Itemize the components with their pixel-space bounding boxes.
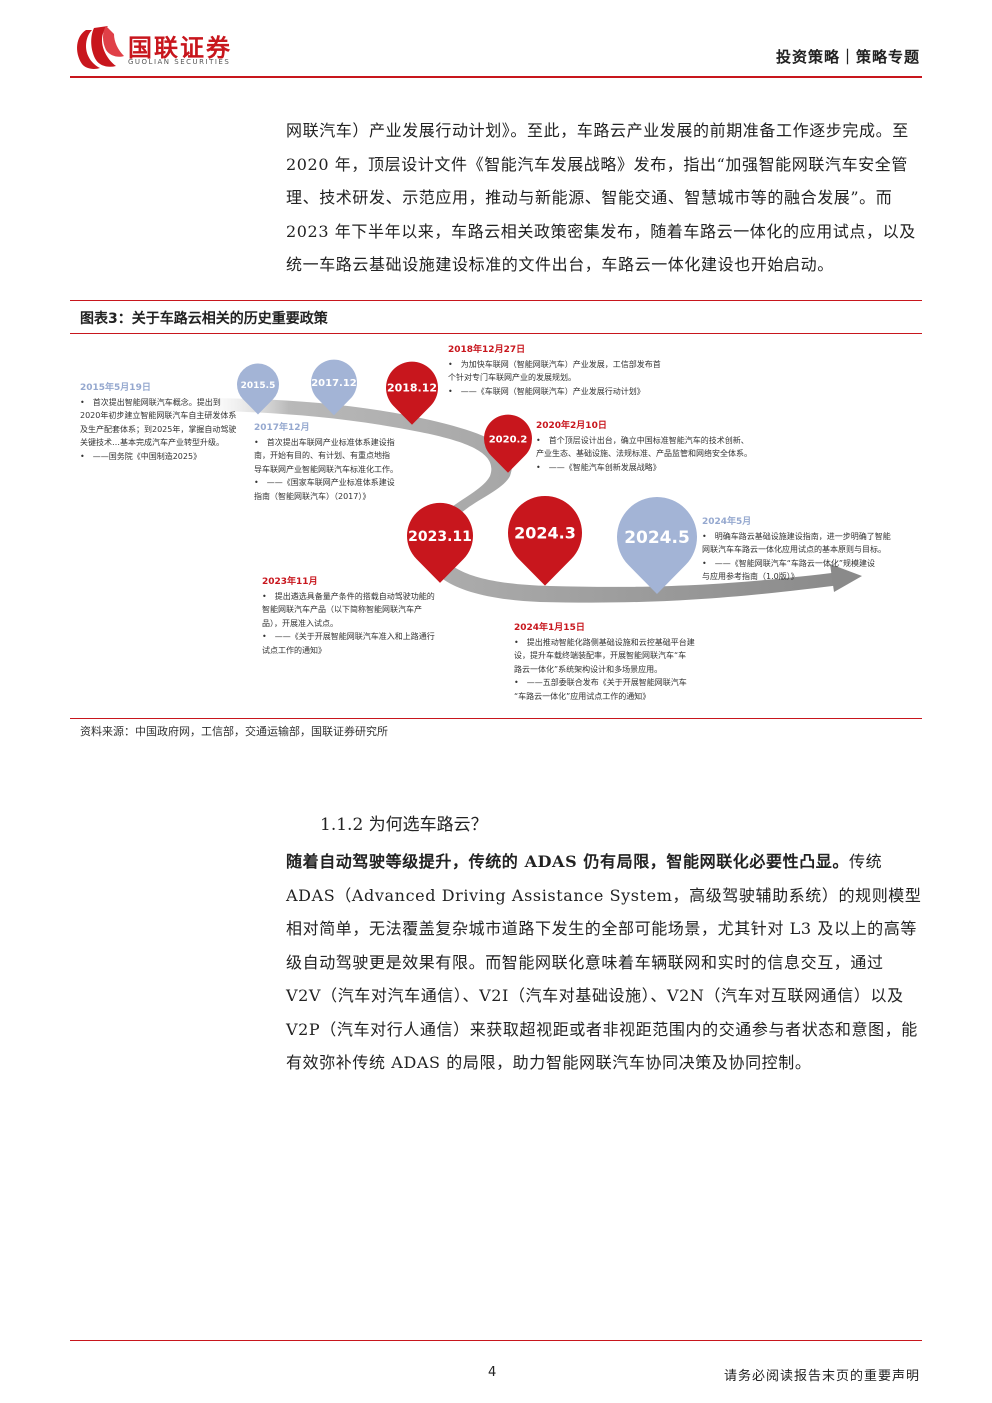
intro-paragraph: 网联汽车）产业发展行动计划》。至此，车路云产业发展的前期准备工作逐步完成。至 2… <box>286 121 916 274</box>
event-date: 2024年5月 <box>702 517 752 527</box>
event-line: • ——《国家车联网产业标准体系建设 <box>254 478 395 487</box>
event-date: 2024年1月15日 <box>514 623 585 633</box>
marker-label: 2023.11 <box>408 529 472 545</box>
event-2015-05: 2015年5月19日 • 首次提出智能网联汽车概念。提出到 2020年初步建立智… <box>80 382 250 463</box>
marker-label: 2024.5 <box>624 528 690 548</box>
event-line: 试点工作的通知》 <box>262 645 326 655</box>
event-2023-11: 2023年11月 • 提出遴选具备量产条件的搭载自动驾驶功能的 智能网联汽车产品… <box>262 576 472 657</box>
logo-text: 国联证券 <box>128 34 232 62</box>
event-date: 2017年12月 <box>254 423 310 433</box>
event-line: • ——《智能网联汽车“车路云一体化”规模建设 <box>702 558 876 568</box>
marker-label: 2017.12 <box>311 378 357 389</box>
section-lead: 随着自动驾驶等级提升，传统的 ADAS 仍有局限，智能网联化必要性凸显。 <box>286 852 849 871</box>
footer-disclaimer: 请务必阅读报告末页的重要声明 <box>723 1369 920 1384</box>
page-header: 国联证券 GUOLIAN SECURITIES 投资策略｜策略专题 <box>0 0 992 80</box>
event-date: 2020年2月10日 <box>536 421 607 431</box>
event-line: • ——《车联网（智能网联汽车）产业发展行动计划》 <box>448 386 645 396</box>
event-2020-02: 2020年2月10日 • 首个顶层设计出台，确立中国标准智能汽车的技术创新、 产… <box>536 420 796 474</box>
event-line: 网联汽车车路云一体化应用试点的基本原则与目标。 <box>702 545 886 554</box>
logo-subtitle: GUOLIAN SECURITIES <box>128 58 231 66</box>
event-line: 关键技术…基本完成汽车产业转型升级。 <box>80 438 224 447</box>
event-line: • 提出遴选具备量产条件的搭载自动驾驶功能的 <box>262 591 435 601</box>
event-date: 2023年11月 <box>262 577 318 587</box>
event-line: • 为加快车联网（智能网联汽车）产业发展，工信部发布首 <box>448 359 661 369</box>
guolian-logo-icon <box>77 26 124 69</box>
event-2024-01: 2024年1月15日 • 提出推动智能化路侧基础设施和云控基础平台建 设，提升车… <box>514 622 744 703</box>
event-line: 路云一体化”系统架构设计和多场景应用。 <box>514 664 663 674</box>
section-title: 1.1.2 为何选车路云？ <box>320 815 488 835</box>
event-date: 2018年12月27日 <box>448 345 526 355</box>
event-line: 产业生态、基础设施、法规标准、产品监管和网络安全体系。 <box>536 449 752 458</box>
event-line: 及生产配套体系；到2025年，掌握自动驾驶 <box>80 424 237 434</box>
marker-pin <box>311 359 357 416</box>
marker-label: 2024.3 <box>514 524 576 543</box>
figure-bottom-rule <box>70 718 922 719</box>
timeline-marker-2017.12: 2017.12 <box>311 359 357 416</box>
timeline-graphic: 2015.5 2017.12 2018.12 2020.2 2023.11 2024.3 2… <box>190 359 862 603</box>
event-line: • ——国务院《中国制造2025》 <box>80 451 202 461</box>
timeline-marker-2024.5: 2024.5 <box>617 497 697 594</box>
event-line: 导车联网产业智能网联汽车标准化工作。 <box>254 464 398 474</box>
timeline-road <box>190 398 848 603</box>
report-category: 投资策略｜策略专题 <box>775 48 920 66</box>
figure-title-rule <box>70 333 922 334</box>
timeline-marker-2015.5: 2015.5 <box>237 363 279 415</box>
timeline-marker-2023.11: 2023.11 <box>407 502 473 583</box>
figure-top-rule <box>70 300 922 301</box>
section-paragraph: 随着自动驾驶等级提升，传统的 ADAS 仍有局限，智能网联化必要性凸显。传统 A… <box>286 845 922 1080</box>
timeline-marker-2018.12: 2018.12 <box>386 361 438 425</box>
marker-pin <box>407 502 473 583</box>
figure-source: 资料来源：中国政府网，工信部，交通运输部，国联证券研究所 <box>80 725 388 738</box>
page-number: 4 <box>488 1365 497 1380</box>
marker-label: 2015.5 <box>241 381 276 391</box>
event-line: • ——五部委联合发布《关于开展智能网联汽车 <box>514 678 687 687</box>
event-2017-12: 2017年12月 • 首次提出车联网产业标准体系建设指 南，开始有目的、有计划、… <box>254 422 429 503</box>
marker-pin <box>386 361 438 425</box>
header-divider <box>70 76 922 78</box>
event-line: 品），开展准入试点。 <box>262 618 338 628</box>
marker-label: 2018.12 <box>387 382 437 395</box>
event-line: • 首个顶层设计出台，确立中国标准智能汽车的技术创新、 <box>536 435 749 445</box>
event-line: • 首次提出车联网产业标准体系建设指 <box>254 437 395 447</box>
marker-pin <box>507 495 582 586</box>
event-line: 个针对专门车联网产业的发展规划。 <box>448 373 576 382</box>
event-line: • 明确车路云基础设施建设指南，进一步明确了智能 <box>702 531 891 541</box>
event-line: 2020年初步建立智能网联汽车自主研发体系 <box>80 411 237 420</box>
timeline-marker-2020.2: 2020.2 <box>483 414 532 473</box>
timeline-marker-2024.3: 2024.3 <box>507 495 582 586</box>
event-line: • ——《智能汽车创新发展战略》 <box>536 462 661 472</box>
marker-pin <box>483 414 532 473</box>
footer-divider <box>70 1340 922 1341</box>
section-body: 传统 ADAS（Advanced Driving Assistance Syst… <box>286 852 922 1072</box>
event-line: • 首次提出智能网联汽车概念。提出到 <box>80 397 221 407</box>
event-line: • ——《关于开展智能网联汽车准入和上路通行 <box>262 632 435 641</box>
event-line: “车路云一体化”应用试点工作的通知》 <box>514 691 651 701</box>
event-line: 与应用参考指南（1.0版）》 <box>702 572 799 581</box>
event-line: 智能网联汽车产品（以下简称智能网联汽车产 <box>262 605 422 614</box>
policy-timeline: 2015.5 2017.12 2018.12 2020.2 2023.11 2024.3 2… <box>70 336 922 716</box>
event-2024-05: 2024年5月 • 明确车路云基础设施建设指南，进一步明确了智能 网联汽车车路云… <box>702 516 917 584</box>
marker-label: 2020.2 <box>489 434 528 445</box>
event-line: 指南（智能网联汽车）（2017）》 <box>254 491 371 501</box>
event-line: 南，开始有目的、有计划、有重点地指 <box>254 451 390 460</box>
event-line: • 提出推动智能化路侧基础设施和云控基础平台建 <box>514 637 695 647</box>
marker-pin <box>617 497 697 594</box>
event-date: 2015年5月19日 <box>80 383 151 393</box>
figure-title: 图表3：关于车路云相关的历史重要政策 <box>80 311 328 327</box>
event-2018-12: 2018年12月27日 • 为加快车联网（智能网联汽车）产业发展，工信部发布首 … <box>448 344 708 398</box>
marker-pin <box>237 363 279 415</box>
event-line: 设，提升车载终端装配率，开展智能网联汽车“车 <box>514 651 687 660</box>
